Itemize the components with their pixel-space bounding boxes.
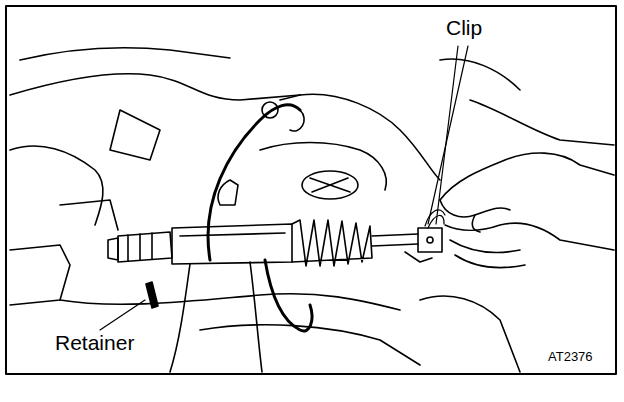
figure-code: AT2376 bbox=[548, 350, 593, 364]
leader-line bbox=[100, 300, 145, 330]
frame bbox=[6, 6, 616, 374]
part-label: Retainer bbox=[55, 331, 134, 354]
leader-line bbox=[436, 46, 458, 224]
retainer-part bbox=[146, 282, 158, 308]
part-label: Clip bbox=[446, 16, 482, 39]
leader-line bbox=[428, 46, 468, 224]
